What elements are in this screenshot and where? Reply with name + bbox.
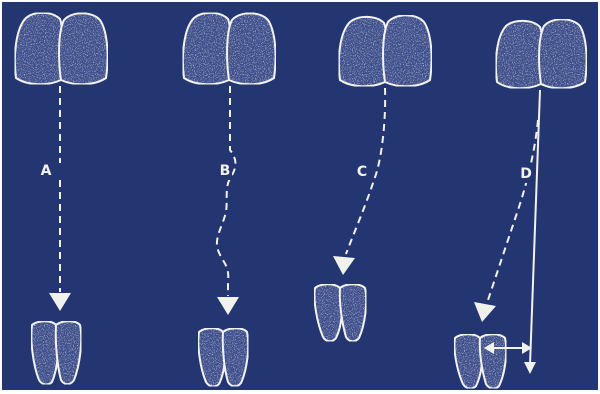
upper-tooth-left-b	[183, 13, 231, 84]
lower-tooth-right-d	[480, 334, 506, 388]
arrowhead-d	[474, 302, 496, 322]
upper-tooth-right-a	[59, 13, 108, 84]
lower-tooth-right-b	[223, 328, 248, 386]
panel-c	[314, 15, 431, 341]
arrowhead-a	[49, 293, 71, 311]
lower-tooth-left-a	[31, 321, 58, 384]
upper-tooth-right-b	[227, 13, 276, 84]
panel-a	[15, 13, 108, 385]
panel-d	[454, 19, 586, 388]
label-d: D	[519, 167, 533, 183]
reference-line-d	[530, 90, 540, 365]
arrowhead-c	[333, 256, 355, 275]
upper-tooth-left-c	[339, 17, 387, 86]
path-line-b	[217, 86, 236, 296]
upper-incisors-b	[183, 13, 276, 84]
path-line-d	[488, 120, 538, 300]
reference-arrowhead-d	[524, 362, 536, 374]
lower-incisors-a	[31, 321, 81, 384]
upper-tooth-left-d	[496, 21, 543, 88]
lower-tooth-left-d	[454, 334, 482, 388]
lower-tooth-right-c	[340, 284, 366, 341]
lower-tooth-left-b	[198, 328, 225, 386]
upper-incisors-d	[496, 19, 587, 88]
panel-b	[183, 13, 276, 387]
lower-tooth-left-c	[314, 284, 342, 341]
upper-tooth-right-c	[383, 15, 432, 86]
lower-tooth-right-a	[56, 321, 81, 384]
label-b: B	[218, 164, 232, 180]
lower-incisors-c	[314, 284, 366, 341]
upper-incisors-c	[339, 15, 432, 86]
upper-tooth-right-d	[539, 19, 587, 88]
lower-incisors-d	[454, 334, 506, 388]
upper-tooth-left-a	[15, 13, 63, 84]
upper-incisors-a	[15, 13, 108, 84]
label-a: A	[39, 164, 53, 180]
lower-incisors-b	[198, 328, 248, 386]
arrowhead-b	[217, 297, 239, 315]
label-c: C	[355, 165, 369, 181]
